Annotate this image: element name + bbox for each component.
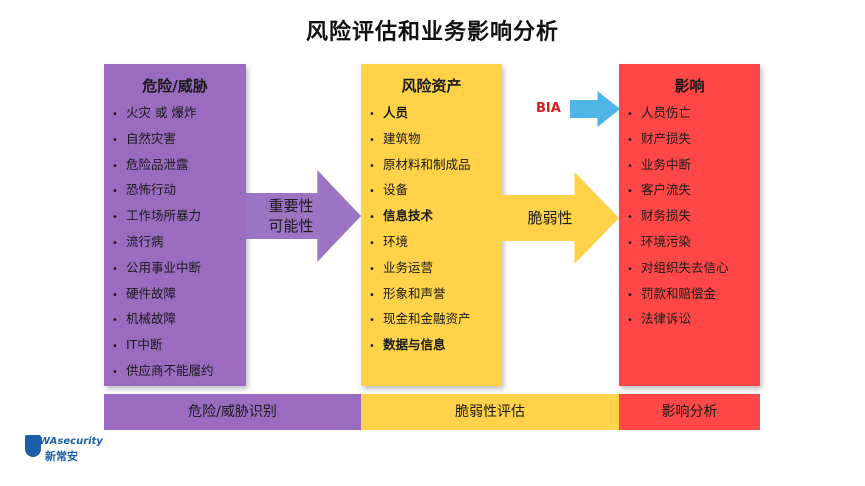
list-item: •人员 (369, 105, 409, 120)
list-item: •硬件故障 (112, 285, 177, 301)
bia-label: BIA (536, 101, 561, 116)
assets-heading: 风险资产 (401, 77, 462, 95)
threat-identification-bar: 危险/威胁识别 (104, 394, 361, 430)
impacts-heading: 影响 (674, 77, 705, 95)
assets-list: •人员 •建筑物 •原材料和制成品 •设备 •信息技术 •环境 •业务运营 •形… (361, 100, 502, 358)
impact-analysis-bar: 影响分析 (619, 394, 760, 430)
list-item: •人员伤亡 (627, 105, 692, 120)
list-item: •数据与信息 (369, 337, 446, 353)
list-item: •形象和声誉 (369, 285, 446, 301)
list-item: •建筑物 (369, 130, 421, 146)
list-item: •设备 (369, 182, 409, 198)
logo-subtitle: 新常安 (45, 450, 78, 463)
list-item: •机械故障 (112, 311, 177, 327)
logo-brand: WAsecurity (39, 436, 103, 447)
list-item: •火灾 或 爆炸 (112, 105, 197, 120)
list-item: •客户流失 (627, 182, 692, 198)
bia-arrow-icon (570, 91, 620, 127)
list-item: •恐怖行动 (112, 182, 177, 198)
vulnerability-arrow-label: 脆弱性 (527, 209, 573, 227)
list-item: •财产损失 (627, 130, 692, 146)
list-item: •对组织失去信心 (627, 259, 729, 275)
logo: WAsecurity 新常安 (25, 433, 105, 469)
list-item: •公用事业中断 (112, 259, 202, 275)
list-item: •业务中断 (627, 156, 692, 172)
importance-arrow-label: 重要性 可能性 (268, 197, 314, 235)
threats-panel: 危险/威胁 •火灾 或 爆炸 •自然灾害 •危险品泄露 •恐怖行动 •工作场所暴… (104, 64, 246, 386)
list-item: •危险品泄露 (112, 156, 189, 172)
list-item: •供应商不能履约 (112, 362, 214, 378)
threats-heading: 危险/威胁 (142, 77, 208, 95)
list-item: •财务损失 (627, 208, 692, 224)
impacts-list: •人员伤亡 •财产损失 •业务中断 •客户流失 •财务损失 •环境污染 •对组织… (619, 100, 760, 332)
list-item: •法律诉讼 (627, 311, 692, 327)
list-item: •工作场所暴力 (112, 208, 202, 224)
list-item: •流行病 (112, 233, 164, 249)
vulnerability-assessment-bar: 脆弱性评估 (361, 394, 619, 430)
assets-panel: 风险资产 •人员 •建筑物 •原材料和制成品 •设备 •信息技术 •环境 •业务… (361, 64, 502, 386)
list-item: •业务运营 (369, 259, 434, 275)
shield-icon (25, 435, 41, 457)
impacts-panel: 影响 •人员伤亡 •财产损失 •业务中断 •客户流失 •财务损失 •环境污染 •… (619, 64, 760, 386)
list-item: •IT中断 (112, 337, 163, 353)
page-title: 风险评估和业务影响分析 (305, 20, 559, 45)
list-item: •罚款和赔偿金 (627, 285, 717, 301)
list-item: •原材料和制成品 (369, 156, 471, 172)
list-item: •信息技术 (369, 208, 434, 224)
list-item: •环境污染 (627, 233, 692, 249)
threats-list: •火灾 或 爆炸 •自然灾害 •危险品泄露 •恐怖行动 •工作场所暴力 •流行病… (104, 100, 246, 384)
list-item: •自然灾害 (112, 130, 177, 146)
list-item: •环境 (369, 233, 409, 249)
list-item: •现金和金融资产 (369, 311, 471, 327)
